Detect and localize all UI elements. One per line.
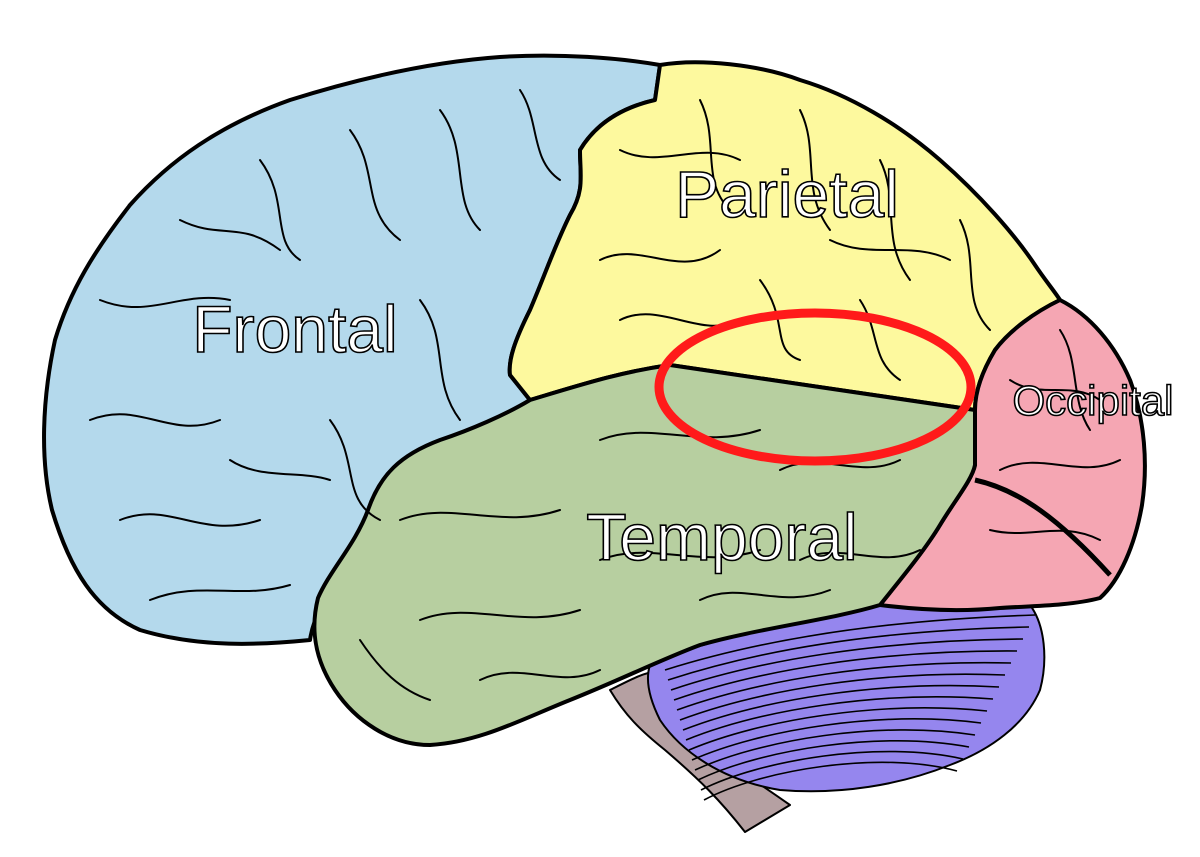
cerebellum-folium-line <box>703 761 958 801</box>
cerebellum-folium-line <box>688 707 988 751</box>
cerebellum-folium-line <box>673 650 1018 701</box>
lateral-sulcus-dashed-line <box>669 364 976 411</box>
cerebellum-folium-line <box>676 661 1012 711</box>
cerebellum-folium-line <box>667 626 1030 681</box>
parietal-label: Parietal <box>675 157 899 231</box>
cerebellum-folium-line <box>700 750 964 791</box>
occipital-label: Occipital <box>1012 377 1173 424</box>
cerebellum-folium-line <box>694 729 976 771</box>
cerebellum-folium-line <box>664 614 1036 671</box>
cerebellum-folium-line <box>679 673 1006 721</box>
cerebellum-folium-line <box>670 638 1024 691</box>
gyri-lines <box>89 89 1121 701</box>
temporal-label: Temporal <box>586 500 857 574</box>
cerebellum-folium-line <box>697 739 970 781</box>
cerebellum-folium-line <box>682 684 1000 731</box>
cerebellum-folium-line <box>685 696 994 741</box>
cerebellum-folium-line <box>691 718 982 761</box>
frontal-label: Frontal <box>192 292 397 366</box>
occipital-sulcus <box>974 477 1112 577</box>
cerebellum-folia <box>664 614 1036 801</box>
highlight-ellipse <box>654 308 976 466</box>
